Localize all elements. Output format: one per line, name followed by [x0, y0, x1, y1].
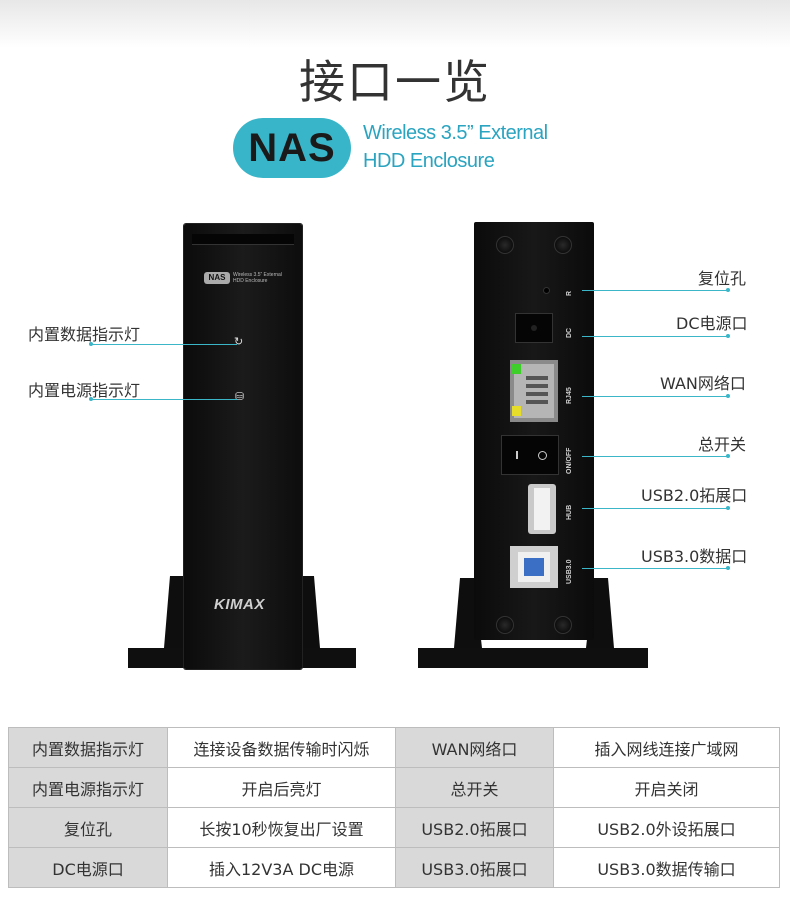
table-row: DC电源口 插入12V3A DC电源 USB3.0拓展口 USB3.0数据传输口	[8, 847, 780, 888]
power-switch[interactable]	[502, 436, 558, 474]
screw	[554, 236, 572, 254]
callout-dot	[726, 334, 730, 338]
callout-line	[91, 344, 237, 345]
screw	[496, 236, 514, 254]
callout-dot	[726, 454, 730, 458]
table-row: 复位孔 长按10秒恢复出厂设置 USB2.0拓展口 USB2.0外设拓展口	[8, 807, 780, 848]
callout-dot	[726, 394, 730, 398]
table-cell: USB2.0拓展口	[395, 807, 554, 848]
table-cell: 长按10秒恢复出厂设置	[167, 807, 396, 848]
dc-power-port	[516, 314, 552, 342]
table-cell: 插入网线连接广域网	[553, 727, 780, 768]
front-nas-badge: NAS	[204, 272, 230, 284]
callout-line	[582, 568, 728, 569]
database-icon: ⛁	[235, 390, 245, 403]
table-cell: USB3.0数据传输口	[553, 847, 780, 888]
usb2-port	[528, 484, 556, 534]
table-row: 内置数据指示灯 连接设备数据传输时闪烁 WAN网络口 插入网线连接广域网	[8, 727, 780, 768]
callout-usb3: USB3.0数据口	[641, 547, 748, 566]
page-title: 接口一览	[299, 55, 491, 109]
callout-line	[582, 290, 728, 291]
callout-line	[582, 396, 728, 397]
port-label-rj45: RJ45	[566, 387, 573, 404]
front-top-slot	[192, 234, 294, 245]
port-label-hub: HUB	[566, 504, 573, 520]
callout-line	[582, 336, 728, 337]
callout-reset: 复位孔	[698, 269, 747, 288]
table-cell: 开启后亮灯	[167, 767, 396, 808]
brand-logo: KIMAX	[214, 596, 265, 613]
callout-usb2: USB2.0拓展口	[641, 486, 748, 505]
reset-hole[interactable]	[544, 288, 549, 293]
table-cell: WAN网络口	[395, 727, 554, 768]
top-shade	[0, 0, 790, 48]
table-cell: USB2.0外设拓展口	[553, 807, 780, 848]
front-device: NAS Wireless 3.5” External HDD Enclosure…	[184, 224, 302, 669]
port-label-onoff: ON/OFF	[566, 447, 573, 474]
table-cell: 内置数据指示灯	[8, 727, 168, 768]
callout-line	[91, 399, 237, 400]
callout-line	[582, 508, 728, 509]
table-cell: 内置电源指示灯	[8, 767, 168, 808]
front-model-line-1: Wireless 3.5” External	[233, 272, 282, 278]
port-label-r: R	[566, 290, 573, 296]
callout-dot	[726, 506, 730, 510]
usb3-port	[510, 546, 558, 588]
callout-data-led: 内置数据指示灯	[28, 325, 141, 344]
table-cell: 开启关闭	[553, 767, 780, 808]
screw	[496, 616, 514, 634]
sync-icon: ↻	[234, 335, 244, 348]
table-cell: 总开关	[395, 767, 554, 808]
front-model-text: Wireless 3.5” External HDD Enclosure	[233, 272, 282, 284]
table-cell: 复位孔	[8, 807, 168, 848]
callout-dot	[726, 288, 730, 292]
spec-table: 内置数据指示灯 连接设备数据传输时闪烁 WAN网络口 插入网线连接广域网 内置电…	[8, 727, 780, 888]
callout-switch: 总开关	[698, 435, 747, 454]
nas-logo-badge: NAS	[233, 118, 351, 178]
callout-wan: WAN网络口	[660, 374, 746, 393]
callout-line	[582, 456, 728, 457]
callout-power-led: 内置电源指示灯	[28, 381, 141, 400]
table-cell: 插入12V3A DC电源	[167, 847, 396, 888]
table-cell: 连接设备数据传输时闪烁	[167, 727, 396, 768]
table-cell: DC电源口	[8, 847, 168, 888]
port-label-usb3: USB3.0	[566, 559, 573, 584]
port-label-dc: DC	[566, 327, 573, 338]
table-row: 内置电源指示灯 开启后亮灯 总开关 开启关闭	[8, 767, 780, 808]
logo-line-1: Wireless 3.5” External	[363, 122, 548, 144]
back-device: R DC RJ45 ON/OFF HUB USB3.0	[474, 222, 594, 640]
table-cell: USB3.0拓展口	[395, 847, 554, 888]
callout-dot	[726, 566, 730, 570]
rj45-port	[510, 360, 558, 422]
front-model-line-2: HDD Enclosure	[233, 278, 268, 284]
callout-dc: DC电源口	[676, 314, 748, 333]
screw	[554, 616, 572, 634]
logo-line-2: HDD Enclosure	[363, 150, 495, 172]
